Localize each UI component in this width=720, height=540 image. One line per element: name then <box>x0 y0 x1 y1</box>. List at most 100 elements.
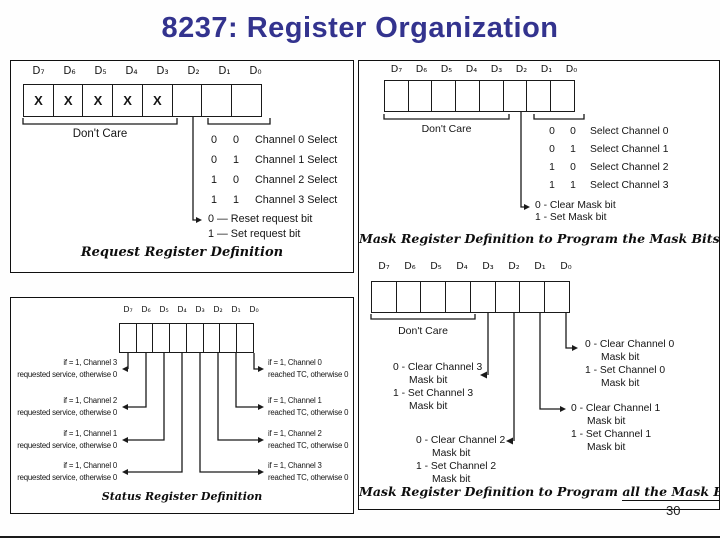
status-label-d0: if = 1, Channel 0 reached TC, otherwise … <box>268 357 348 381</box>
register-cell <box>135 323 154 353</box>
select-label: Channel 3 Select <box>255 194 338 206</box>
mask-channel2-label: 0 - Clear Channel 2 Mask bit 1 - Set Cha… <box>416 434 505 486</box>
bit-label: D₁ <box>534 261 546 272</box>
bit-value: 1 <box>549 162 555 173</box>
mask-channel3-label: 0 - Clear Channel 3 Mask bit 1 - Set Cha… <box>393 361 482 413</box>
register-cell <box>407 80 433 112</box>
status-line: requested service, otherwise 0 <box>17 408 117 417</box>
status-line: if = 1, Channel 1 <box>268 396 322 405</box>
bit-value: 0 <box>549 126 555 137</box>
mask-line: 1 - Set Channel 1 <box>571 429 652 440</box>
mask-line: Mask bit <box>601 352 640 363</box>
register-cell <box>185 323 204 353</box>
bit-value: 1 <box>210 174 217 186</box>
page-number: 30 <box>666 503 681 518</box>
register-cell <box>519 281 546 313</box>
mask-line: 1 - Set Channel 3 <box>393 388 474 399</box>
register-cells: X X X X X <box>23 84 262 117</box>
mask-all-caption: Mask Register Definition to Program all … <box>359 484 720 501</box>
dont-care-label: Don't Care <box>72 128 128 140</box>
status-line: requested service, otherwise 0 <box>17 473 117 482</box>
mask-bit-clear: 0 - Clear Mask bit <box>535 200 616 211</box>
mask-line: 0 - Clear Channel 0 <box>585 339 675 350</box>
select-label: Select Channel 3 <box>590 180 669 191</box>
mask-line: 1 - Set Channel 0 <box>585 365 666 376</box>
register-cell <box>420 281 447 313</box>
status-label-d6: if = 1, Channel 2 requested service, oth… <box>11 395 117 419</box>
mask-line: Mask bit <box>587 442 626 453</box>
bit-label: D₂ <box>213 305 223 314</box>
register-cell <box>431 80 457 112</box>
bit-label: D₆ <box>404 261 416 272</box>
caption-underlined-text: all the Mask Bits <box>622 484 720 501</box>
status-line: reached TC, otherwise 0 <box>268 408 349 417</box>
register-cell <box>549 80 575 112</box>
mask-line: Mask bit <box>432 474 471 485</box>
select-label: Channel 0 Select <box>255 134 338 146</box>
register-cell <box>526 80 552 112</box>
register-cell <box>371 281 397 313</box>
bit-label: D₇ <box>390 64 403 75</box>
bit-label: D₆ <box>141 305 151 314</box>
mask-line: 1 - Set Channel 2 <box>416 461 497 472</box>
register-cell <box>478 80 504 112</box>
caption-text: Mask Register Definition to Program <box>359 484 623 499</box>
bit-label: D₀ <box>249 305 259 314</box>
bit-label: D₄ <box>125 65 138 77</box>
bit-value: 0 <box>232 134 239 146</box>
status-line: requested service, otherwise 0 <box>17 441 117 450</box>
mask-line: Mask bit <box>587 416 626 427</box>
register-cell <box>543 281 570 313</box>
bit-label: D₀ <box>565 64 578 75</box>
register-cell <box>202 323 221 353</box>
register-cell: X <box>23 84 54 117</box>
bit-label: D₃ <box>482 261 494 272</box>
register-cells <box>371 281 570 313</box>
status-register-caption: Status Register Definition <box>101 490 263 503</box>
status-line: if = 1, Channel 2 <box>268 429 322 438</box>
register-cell: X <box>82 84 114 117</box>
register-cell <box>219 323 238 353</box>
bit-label: D₅ <box>94 65 107 77</box>
dont-care-label: Don't Care <box>398 325 448 337</box>
select-row: 0 0 Select Channel 0 <box>546 126 668 137</box>
bit-label: D₅ <box>430 261 442 272</box>
register-cell <box>119 323 137 353</box>
bit-label: D₁ <box>218 65 231 77</box>
bit-value: 1 <box>210 194 217 206</box>
bit-value: 0 <box>549 144 555 155</box>
register-cells <box>384 80 575 112</box>
register-cell <box>455 80 481 112</box>
bit-label: D₇ <box>32 65 45 77</box>
select-label: Select Channel 0 <box>590 126 669 137</box>
bit-value: 0 <box>570 126 576 137</box>
mask-individual-caption: Mask Register Definition to Program the … <box>359 231 720 246</box>
bit-value: 0 <box>210 134 217 146</box>
status-line: reached TC, otherwise 0 <box>268 441 349 450</box>
bit-value: 1 <box>232 154 239 166</box>
status-label-d1: if = 1, Channel 1 reached TC, otherwise … <box>268 395 348 419</box>
bit-label: D₃ <box>156 65 169 77</box>
slide-title: 8237: Register Organization <box>161 12 559 44</box>
request-bit-reset: 0 — Reset request bit <box>208 213 313 225</box>
status-label-d3: if = 1, Channel 3 reached TC, otherwise … <box>268 460 348 484</box>
status-line: if = 1, Channel 0 <box>268 358 322 367</box>
status-line: if = 1, Channel 2 <box>63 396 117 405</box>
bit-value: 1 <box>232 194 239 206</box>
bit-label: D₃ <box>195 305 205 314</box>
register-cell <box>152 323 171 353</box>
register-cell <box>384 80 409 112</box>
mask-line: 0 - Clear Channel 2 <box>416 435 506 446</box>
register-cell <box>230 84 262 117</box>
bit-label: D₇ <box>123 305 133 314</box>
status-line: if = 1, Channel 3 <box>268 461 322 470</box>
register-cell <box>171 84 203 117</box>
